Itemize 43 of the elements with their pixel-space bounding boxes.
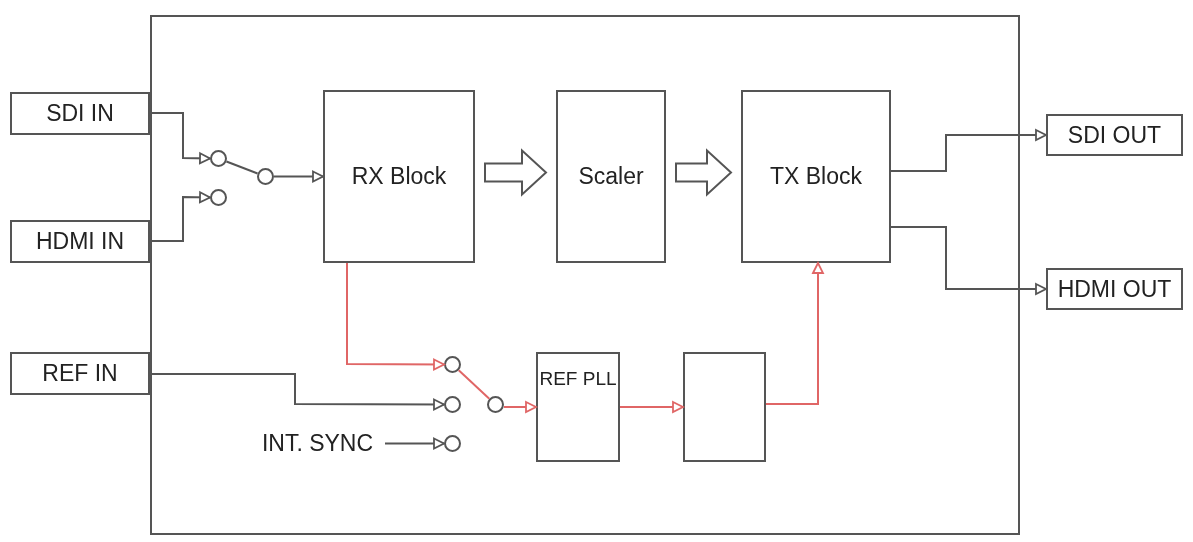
switch-contact-circle — [444, 435, 461, 452]
box-label: REF IN — [42, 360, 118, 387]
process-box — [536, 352, 620, 462]
port-box — [10, 352, 150, 395]
arrow — [273, 170, 324, 183]
arrow — [890, 129, 1047, 172]
switch-contact-circle — [210, 189, 227, 206]
box-label: TX Block — [770, 163, 862, 190]
arrow — [619, 401, 684, 413]
arrow — [149, 373, 445, 411]
arrow — [890, 226, 1047, 295]
arrow — [384, 437, 445, 450]
process-box — [741, 90, 891, 263]
switch-contact-circle — [257, 168, 274, 185]
process-box — [556, 90, 666, 263]
switch-contact-circle — [444, 396, 461, 413]
block-arrow — [675, 148, 733, 197]
box-label: HDMI IN — [35, 228, 125, 255]
box-label: RX Block — [351, 163, 447, 190]
port-box — [1046, 268, 1183, 310]
arrow — [346, 262, 445, 371]
arrow — [765, 262, 824, 405]
switch-contact-circle — [444, 356, 461, 373]
signal-label: INT. SYNC — [261, 429, 374, 457]
arrow — [149, 191, 211, 242]
arrow — [503, 401, 537, 413]
switch-contact-circle — [487, 396, 504, 413]
box-label: SDI OUT — [1067, 121, 1162, 149]
device-frame — [150, 15, 1020, 535]
switch-lever — [457, 369, 491, 400]
port-box — [10, 220, 150, 263]
box-label: REF PLL — [539, 368, 617, 390]
box-label: SDI IN — [46, 100, 114, 127]
block-arrow — [484, 148, 548, 197]
empty-block-box — [683, 352, 766, 462]
port-box — [10, 92, 150, 135]
switch-contact-circle — [210, 150, 227, 167]
box-label: HDMI OUT — [1057, 275, 1172, 303]
switch-lever — [225, 160, 259, 175]
box-label: Scaler — [578, 163, 644, 190]
arrow — [149, 112, 211, 165]
port-box — [1046, 114, 1183, 156]
process-box — [323, 90, 475, 263]
